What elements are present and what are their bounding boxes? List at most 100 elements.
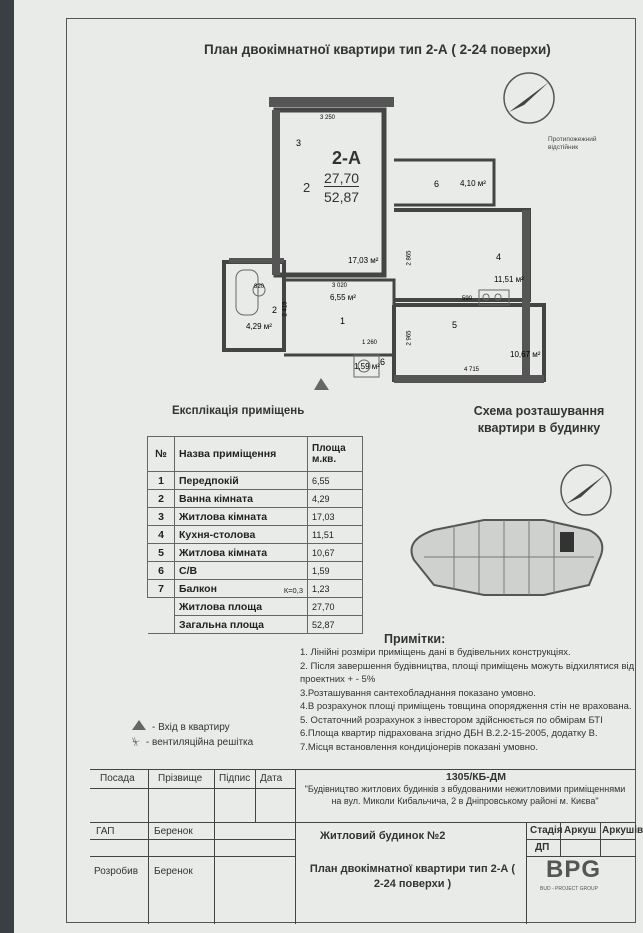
legend-vent: ⏧- вентиляційна решітка xyxy=(132,737,254,748)
notes-title: Примітки: xyxy=(384,632,446,646)
total-area-label: Загальна площа xyxy=(174,615,308,634)
row-name: Житлова кімната xyxy=(174,507,308,526)
row-number: 5 xyxy=(147,543,175,562)
row-area: 4,29 xyxy=(307,489,363,508)
room-2-area: 4,29 м² xyxy=(246,322,272,331)
note-item: 6.Площа квартир підрахована згідно ДБН В… xyxy=(300,728,598,739)
room-3-number: 3 xyxy=(296,138,302,148)
row-number: 3 xyxy=(147,507,175,526)
dim-bath-v: 2 415 xyxy=(282,301,289,317)
room-1-number: 1 xyxy=(340,316,346,326)
room-6-number: 6 xyxy=(434,179,440,189)
room-4-area: 11,51 м² xyxy=(494,275,524,284)
row-area: 6,55 xyxy=(307,471,363,490)
bpg-logo-subtitle: BUD - PROJECT GROUP xyxy=(540,886,598,892)
project-code: 1305/КБ-ДМ xyxy=(446,771,506,783)
drawing-frame xyxy=(66,18,636,923)
entry-triangle-icon xyxy=(132,720,146,730)
gap-name: Беренок xyxy=(154,826,193,837)
dim-hall: 3 020 xyxy=(332,283,348,289)
row-number: 2 xyxy=(147,489,175,508)
sheet-title: План двокімнатної квартири тип 2-А ( 2-2… xyxy=(309,863,516,890)
balcony-coef: К=0,3 xyxy=(283,585,303,595)
col-header-area: Площа м.кв. xyxy=(307,436,363,472)
explication-title: Експлікація приміщень xyxy=(172,405,305,417)
note-item: 5. Остаточний розрахунок з інвестором зд… xyxy=(300,714,603,726)
row-area: 10,67 xyxy=(307,543,363,562)
dim-wc: 1 260 xyxy=(362,340,378,346)
row-name: Передпокій xyxy=(174,471,308,490)
legend: - Вхід в квартиру ⏧- вентиляційна решітк… xyxy=(132,720,253,750)
row-number: 4 xyxy=(147,525,175,544)
building-scheme xyxy=(410,464,612,596)
room-6-area: 4,10 м² xyxy=(460,179,486,188)
col-header-number: № xyxy=(147,436,175,472)
row-number: 6 xyxy=(147,561,175,580)
scheme-title: Схема розташування квартири в будинку xyxy=(473,404,605,435)
plan-total-area: 52,87 xyxy=(324,189,360,205)
room-5-number: 5 xyxy=(452,320,458,330)
row-name: С/В xyxy=(174,561,308,580)
row-name: Житлова кімната xyxy=(174,543,308,562)
bpg-logo: BPG xyxy=(546,856,602,883)
vent-grille-icon: ⏧ xyxy=(132,737,140,748)
note-item: 4.В розрахунок площі приміщень товщина о… xyxy=(300,701,632,712)
stamp-col-surname: Прізвище xyxy=(158,773,203,784)
room-wc-area: 1,59 м² xyxy=(354,362,380,371)
living-area-label: Житлова площа xyxy=(174,597,308,616)
note-item: 2. Після завершення будівництва, площі п… xyxy=(300,660,635,686)
note-item: 3.Розташування сантехобладнання показано… xyxy=(300,687,536,699)
living-area-value: 27,70 xyxy=(307,597,363,616)
table-header-row: № Назва приміщення Площа м.кв. xyxy=(147,436,363,472)
row-area: 11,51 xyxy=(307,525,363,544)
plan-living-area: 27,70 xyxy=(324,170,360,187)
room-wc-number: 6 xyxy=(380,357,386,367)
row-number: 7 xyxy=(147,579,175,598)
sheet-header: Аркуш xyxy=(564,825,597,836)
room-3-area: 17,03 м² xyxy=(348,256,379,265)
row-name: Кухня-столова xyxy=(174,525,308,544)
developer-role: Розробив xyxy=(94,866,139,877)
room-2-number: 2 xyxy=(272,305,278,315)
legend-entry: - Вхід в квартиру xyxy=(132,720,253,735)
stage-header: Стадія xyxy=(530,825,563,836)
building-name: Житловий будинок №2 xyxy=(320,830,446,842)
row-area: 1,23 xyxy=(307,579,363,598)
dim-top: 3 250 xyxy=(320,115,336,121)
stamp-col-date: Дата xyxy=(260,773,283,784)
developer-name: Беренок xyxy=(154,866,193,877)
col-header-name: Назва приміщення xyxy=(174,436,308,472)
dim-balcony: 590 xyxy=(462,296,473,302)
dim-kitchen-v: 2 865 xyxy=(406,250,413,266)
room-5-area: 10,67 м² xyxy=(510,350,541,359)
document-sheet: План двокімнатної квартири тип 2-А ( 2-2… xyxy=(14,0,643,933)
sheets-header: Аркушів xyxy=(602,825,643,836)
row-number: 1 xyxy=(147,471,175,490)
dim-room5-v: 2 965 xyxy=(406,330,413,346)
notes-list: 1. Лінійні розміри приміщень дані в буді… xyxy=(300,646,640,754)
floor-plan xyxy=(222,72,555,390)
title-block: Посада Прізвище Підпис Дата 1305/КБ-ДМ "… xyxy=(90,769,643,924)
stage-value: ДП xyxy=(535,842,550,853)
row-area: 17,03 xyxy=(307,507,363,526)
row-name: Ванна кімната xyxy=(174,489,308,508)
room-4-number: 4 xyxy=(496,252,502,262)
apt-type-label: 2-А xyxy=(332,148,362,168)
total-area-value: 52,87 xyxy=(307,615,363,634)
note-item: 7.Місця встановлення кондиціонерів показ… xyxy=(300,741,538,753)
row-area: 1,59 xyxy=(307,561,363,580)
stamp-col-signature: Підпис xyxy=(219,773,251,784)
document-title: План двокімнатної квартири тип 2-А ( 2-2… xyxy=(204,42,551,57)
gap-role: ГАП xyxy=(96,826,115,837)
room-1-area: 6,55 м² xyxy=(330,293,356,302)
